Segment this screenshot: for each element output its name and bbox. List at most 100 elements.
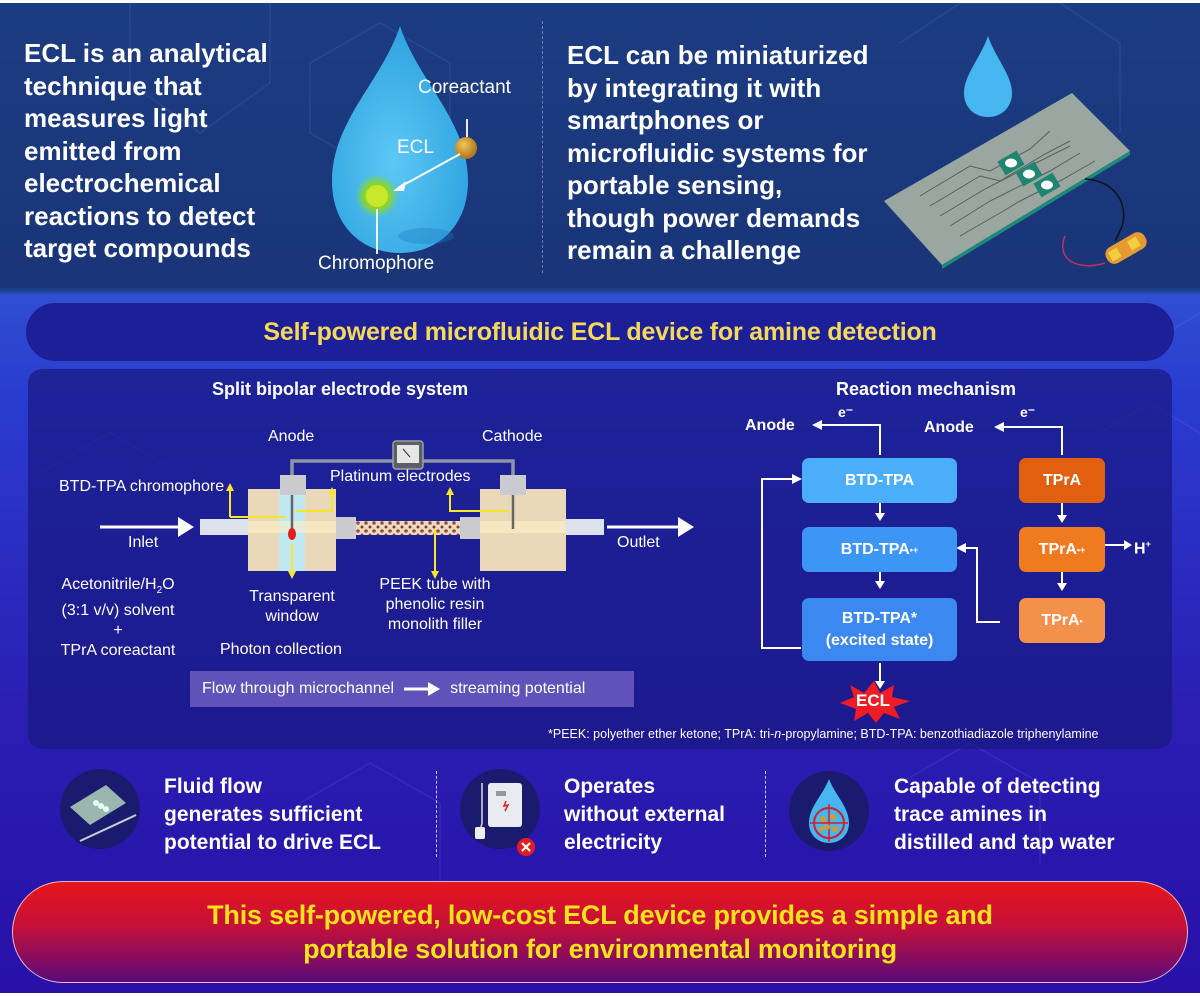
proton-text: H <box>1134 540 1146 558</box>
intro-right-line: ECL can be miniaturized <box>567 40 869 70</box>
cathode-electrode-cap <box>500 475 526 495</box>
battery-icon <box>1105 232 1147 264</box>
ecl-burst-label: ECL <box>856 691 890 710</box>
intro-right-line: smartphones or <box>567 105 764 135</box>
mechanism-heading: Reaction mechanism <box>836 379 1017 399</box>
flow-left-text: Flow through microchannel <box>202 680 395 697</box>
peek-tube-label: PEEK tube with phenolic resin monolith f… <box>360 575 510 635</box>
proton-label: H+ <box>1134 539 1151 558</box>
inlet-arrow <box>100 517 194 537</box>
conclusion-line-2: portable solution for environmental moni… <box>303 934 897 964</box>
anode-left-label: Anode <box>745 417 795 434</box>
feature-divider <box>436 771 437 857</box>
feature-line: electricity <box>564 831 663 854</box>
peek-line: monolith filler <box>387 616 483 633</box>
intro-right-line: though power demands <box>567 202 861 233</box>
peek-line: phenolic resin <box>385 596 485 613</box>
tpra-radical-box: TPrA• <box>1019 598 1105 643</box>
solvent-label: Acetonitrile/H2O (3:1 v/v) solvent + TPr… <box>48 575 188 661</box>
tpra-radical-cation-box: TPrA•+ <box>1019 527 1105 572</box>
title-banner: Self-powered microfluidic ECL device for… <box>26 303 1174 361</box>
excited-line-2: (excited state) <box>825 631 934 649</box>
anode-label: Anode <box>268 428 315 445</box>
inlet-tube <box>200 519 260 535</box>
feature-line: without external <box>564 803 726 826</box>
intro-right-line: microfluidic systems for <box>567 137 868 168</box>
anode-right-label: Anode <box>924 419 974 436</box>
footnote-part-2: -propylamine; BTD-TPA: benzothiadiazole … <box>781 727 1099 741</box>
feature-text-3: Capable of detecting trace amines in dis… <box>894 773 1115 857</box>
btd-tpa-text: BTD-TPA <box>844 471 915 489</box>
inlet-label: Inlet <box>128 534 159 551</box>
intro-left-line: ECL is an analytical <box>24 38 268 68</box>
intro-right-line: remain a challenge <box>567 235 802 265</box>
abbreviations-footnote: *PEEK: polyether ether ketone; TPrA: tri… <box>548 727 1099 741</box>
btd-tpa-radical-text: BTD-TPA <box>840 540 910 558</box>
anode-electrode-cap <box>280 475 306 495</box>
solvent-prefix: Acetonitrile/H <box>61 576 157 593</box>
feature-line: generates sufficient <box>164 803 363 826</box>
btd-tpa-box: BTD-TPA <box>802 458 957 503</box>
microfluidic-chip-icon <box>60 769 140 849</box>
chip-board <box>884 93 1130 265</box>
tpra-radical-sup: •+ <box>1076 544 1086 555</box>
microfluidic-chip-illustration <box>884 36 1147 269</box>
intro-right-line: portable sensing, <box>567 170 783 200</box>
power-outlet-crossed-icon <box>460 769 540 856</box>
intro-left-line: electrochemical <box>24 168 221 198</box>
tpra-neutral-text: TPrA <box>1041 611 1080 629</box>
water-drop-target-icon <box>789 771 869 851</box>
outlet-label: Outlet <box>617 534 660 551</box>
photon-collection-label: Photon collection <box>220 641 342 658</box>
intro-left-line: target compounds <box>24 233 251 263</box>
intro-left-text: ECL is an analytical technique that meas… <box>24 37 314 265</box>
intro-right-text: ECL can be miniaturized by integrating i… <box>567 39 897 267</box>
solvent-line-1: Acetonitrile/H2O <box>48 575 188 601</box>
tpra-text: TPrA <box>1042 471 1082 489</box>
electron-right-label: e⁻ <box>1020 404 1036 420</box>
tpra-neutral-sup: • <box>1079 615 1083 626</box>
radical-cation-sup: •+ <box>909 544 919 555</box>
feature-line: Fluid flow <box>164 775 262 798</box>
right-arrow-icon <box>404 682 441 696</box>
peek-tube-monolith <box>356 521 460 535</box>
outlet-tube <box>566 519 604 535</box>
solvent-line-2: (3:1 v/v) solvent <box>61 602 175 620</box>
solvent-suffix: O <box>162 576 175 593</box>
cathode-label: Cathode <box>482 428 543 445</box>
feature-text-2: Operates without external electricity <box>564 773 725 857</box>
chromophore-callout-label: BTD-TPA chromophore <box>59 478 225 495</box>
intro-divider <box>542 21 543 273</box>
feature-line: potential to drive ECL <box>164 831 382 854</box>
ecl-label: ECL <box>397 137 434 158</box>
coreactant-ball <box>455 137 477 159</box>
coreactant-label: Coreactant <box>418 77 511 98</box>
streaming-potential-box: Flow through microchannel streaming pote… <box>190 671 634 707</box>
intro-right-line: by integrating it with <box>567 72 822 103</box>
bipolar-electrode-device <box>100 440 694 579</box>
tpra-box: TPrA <box>1019 458 1105 503</box>
solvent-line-3: + <box>113 622 123 640</box>
window-line: window <box>265 608 319 625</box>
outlet-arrow <box>607 517 694 537</box>
tpra-radical-text: TPrA <box>1038 540 1077 558</box>
title-banner-text: Self-powered microfluidic ECL device for… <box>263 317 937 346</box>
proton-sup: + <box>1145 539 1151 549</box>
ecl-burst-icon <box>840 681 910 723</box>
solvent-line-4: TPrA coreactant <box>60 642 176 660</box>
btd-tpa-excited-box: BTD-TPA* (excited state) <box>802 598 957 661</box>
excited-line-1: BTD-TPA* <box>841 609 918 627</box>
feature-divider <box>765 771 766 857</box>
intro-left-line: technique that <box>24 70 202 101</box>
flow-right-text: streaming potential <box>450 680 586 697</box>
ecl-droplet-illustration <box>332 26 477 254</box>
feature-line: Operates <box>564 775 656 798</box>
feature-line: distilled and tap water <box>894 831 1115 854</box>
platinum-electrodes-label: Platinum electrodes <box>330 468 471 485</box>
feature-line: trace amines in <box>894 803 1047 826</box>
conclusion-banner: This self-powered, low-cost ECL device p… <box>12 881 1188 983</box>
footnote-part-1: *PEEK: polyether ether ketone; TPrA: tri… <box>548 727 775 741</box>
infographic-canvas: ECL is an analytical technique that meas… <box>0 3 1200 993</box>
peek-line: PEEK tube with <box>379 576 491 593</box>
small-water-drop <box>964 36 1012 117</box>
